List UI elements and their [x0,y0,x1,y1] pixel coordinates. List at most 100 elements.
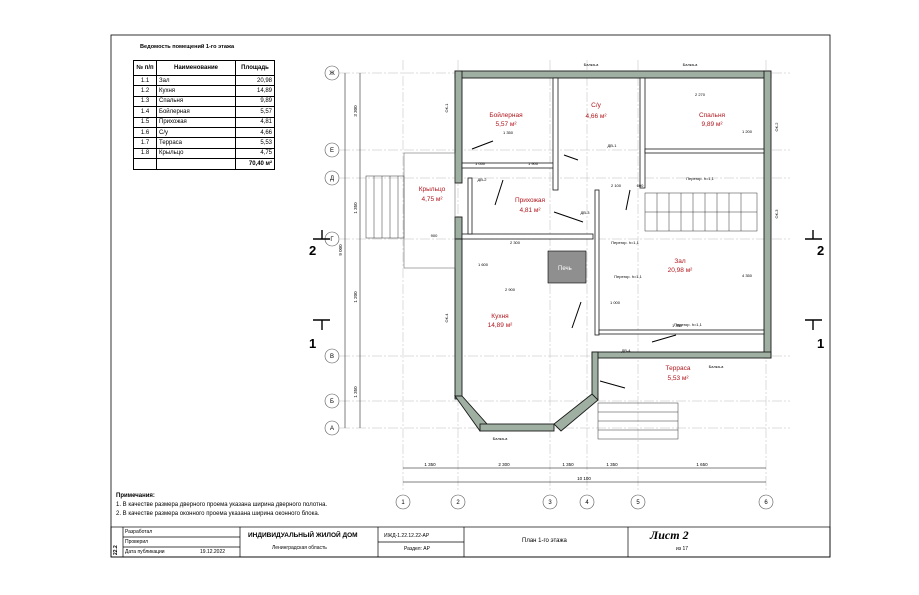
inner-dimension: 1 350 [503,130,514,135]
inner-dimension: 1 200 [742,129,753,134]
dimension-lines [344,73,766,483]
row-axis-label: Г [330,237,334,243]
dimension-value: 1 350 [353,202,358,214]
cell-area: 20,98 [235,74,275,87]
column-axis-circle [758,494,774,510]
dimension-value: 1 650 [696,462,708,467]
row-axis-circle [324,393,340,409]
room-area-porch: 4,75 м² [421,196,443,203]
room-name-kitchen: Кухня [491,313,509,320]
col-header-num: № п/п [133,60,157,76]
stove-label: Печь [558,266,572,272]
cell-name: Терраса [156,137,236,149]
exterior-walls [454,70,772,432]
cell-name: Крыльцо [156,147,236,160]
cell-name: Бойлерная [156,106,236,118]
room-name-wc: С/у [591,102,602,109]
cell-area: 5,53 [235,137,275,149]
dimension-value: 3 300 [353,105,358,117]
room-area-kitchen: 14,89 м² [488,322,514,329]
column-axis-circle [630,494,646,510]
room-area-wc: 4,66 м² [585,113,607,120]
room-area-living: 20,98 м² [668,267,694,274]
cell-area: 4,75 [235,147,275,160]
door-label: ДВ-4 [622,348,632,353]
partition-note: Перегор. h=1,1 [614,274,642,279]
row-axis-circle [324,170,340,186]
cell-area: 4,66 [235,126,275,139]
dimension-value: 1 350 [353,386,358,398]
partition-note: Перегор. h=1,1 [611,240,639,245]
inner-dimension: 2 100 [611,183,622,188]
dimension-value: 1 350 [424,462,436,467]
room-name-hall: Прихожая [515,197,546,204]
cell-num: 1.6 [133,126,157,139]
table-total: 70,40 м² [235,158,275,170]
row-axis-circle [324,142,340,158]
inner-dimension: 2 900 [505,287,516,292]
stamp-sheet: Лист 2 [650,528,689,542]
door-label: ДВ-1 [608,143,618,148]
row-axis-label: В [330,354,334,360]
room-area-boiler: 5,57 м² [495,121,517,128]
staircase [644,192,758,232]
row-axis-circle [324,65,340,81]
inner-dimension: 1 000 [610,300,621,305]
stamp-side: 22.2 [113,545,119,555]
room-name-porch: Крыльцо [419,186,446,193]
stamp-section: Раздел: АР [404,546,430,552]
stamp-sheet-title: План 1-го этажа [522,538,567,544]
row-axis-label: Е [330,148,334,154]
stamp-code: ИЖД-1.22.12.22-АР [384,533,430,539]
inner-dimension: 2 300 [510,240,521,245]
dimension-total: 9 000 [338,244,343,256]
cell-num: 1.8 [133,147,157,160]
cell-num: 1.2 [133,85,157,97]
inner-dimension: 1 050 [475,161,486,166]
window-label: ОК-3 [774,209,779,219]
cell-area: 9,89 [235,95,275,108]
door-label: ДВ-3 [581,210,591,215]
inner-dimension: 1 350 [672,323,683,328]
row-axis-label: Д [330,176,334,182]
table-total-row: 70,40 м² [133,158,275,170]
inner-dimension: 600 [637,183,644,188]
stamp-date-label: Дата публикации [125,549,165,555]
porch-steps [365,152,679,440]
door-swings [471,140,677,389]
section-2-right-label: 2 [817,243,824,258]
title-block [110,526,831,558]
column-axis-label: 3 [548,500,552,506]
section-cuts [313,230,822,330]
stove [547,250,587,284]
cell-name: Кухня [156,85,236,97]
window-label: ОК-2 [774,122,779,132]
inner-dimension: 1 900 [528,161,539,166]
dimension-value: 2 300 [498,462,510,467]
row-axis-label: А [330,426,334,432]
door-label: ДВ-2 [478,177,488,182]
inner-dimension: 4 350 [742,273,753,278]
partition-note: Перегор. h=1,1 [674,322,702,327]
stamp-project: ИНДИВИДУАЛЬНЫЙ ЖИЛОЙ ДОМ [248,532,358,539]
cell-area: 5,57 [235,106,275,118]
room-area-bedroom: 9,89 м² [701,121,723,128]
room-name-bedroom: Спальня [699,112,726,119]
beam-label: Балка-а [584,62,600,67]
stamp-date: 19.12.2022 [200,549,226,555]
inner-dimension: 1 600 [478,262,489,267]
col-header-name: Наименование [156,60,236,76]
dimension-value: 1 350 [562,462,574,467]
room-name-boiler: Бойлерная [489,111,523,119]
beam-label: Балка-а [683,62,699,67]
window-label: ОК-4 [444,313,449,323]
